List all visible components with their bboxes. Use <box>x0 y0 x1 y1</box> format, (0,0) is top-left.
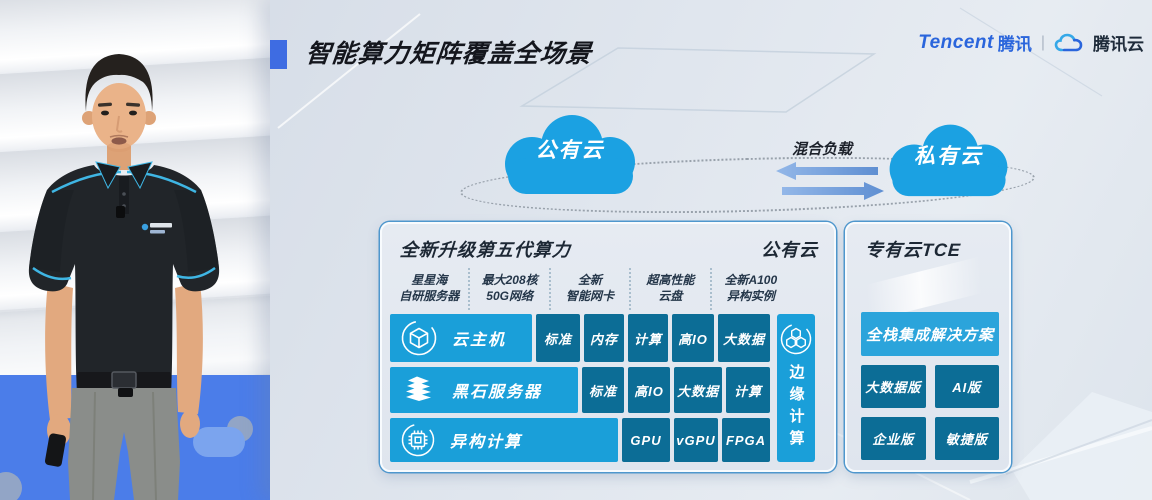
hybrid-load-label: 混合负载 <box>791 141 852 158</box>
tencent-cloud-logo-icon <box>1054 33 1083 51</box>
row-label: 黑石服务器 <box>452 384 543 401</box>
edge-computing-strip: 边缘计算 <box>777 314 815 462</box>
tce-primary-button: 全栈集成解决方案 <box>861 312 999 356</box>
tencent-cloud-wordmark: 腾讯云 <box>1093 35 1144 54</box>
presenter-hair <box>85 54 153 112</box>
brand-divider: | <box>1040 33 1045 51</box>
tce-edition-button: 大数据版 <box>861 365 926 408</box>
cloud-icon <box>505 115 635 194</box>
tce-edition-button: 企业版 <box>861 417 926 460</box>
spec-tag: 计算 <box>628 314 668 362</box>
spec-tag: 标准 <box>582 367 624 413</box>
slide: 智能算力矩阵覆盖全场景 Tencent 腾讯 | 腾讯云 <box>270 0 1152 500</box>
presenter-clicker <box>44 433 67 467</box>
compute-rows: 云主机 标准 内存 计算 高IO 大数据 <box>390 314 770 462</box>
title-accent-bar <box>270 40 287 69</box>
tencent-cn-wordmark: 腾讯 <box>997 35 1032 54</box>
tce-panel-title: 专有云TCE <box>864 240 962 260</box>
spec-tag: 内存 <box>584 314 624 362</box>
spec-tag: GPU <box>622 418 670 462</box>
spec-tag: 计算 <box>726 367 770 413</box>
tce-edition-button: AI版 <box>934 365 999 408</box>
hexagon-cluster-icon <box>780 323 812 355</box>
edge-computing-label: 边缘计算 <box>787 364 805 452</box>
bidirectional-arrows-icon <box>776 162 884 200</box>
shirt-logo-badge <box>141 223 172 234</box>
row-cloud-host: 云主机 标准 内存 计算 高IO 大数据 <box>390 314 770 362</box>
public-panel-title: 全新升级第五代算力 <box>399 240 572 260</box>
slide-title: 智能算力矩阵覆盖全场景 <box>304 40 594 68</box>
chip-icon <box>401 423 435 457</box>
tencent-wordmark: Tencent <box>918 31 994 53</box>
presenter <box>28 54 220 500</box>
spec-tag: 高IO <box>628 367 670 413</box>
public-panel-corner-label: 公有云 <box>761 240 818 260</box>
brand-lockup: Tencent 腾讯 | 腾讯云 <box>918 30 1144 55</box>
feature-item: 超高性能云盘 <box>629 268 709 310</box>
lapel-microphone <box>116 206 125 218</box>
spec-tag: vGPU <box>674 418 718 462</box>
public-cloud-node: 公有云 <box>490 108 650 198</box>
private-cloud-label: 私有云 <box>914 145 983 168</box>
row-heterogeneous: 异构计算 GPU vGPU FPGA <box>390 418 770 462</box>
cloud-icon <box>889 124 1008 197</box>
backdrop-dot <box>0 472 22 500</box>
row-label: 异构计算 <box>450 434 523 451</box>
feature-item: 全新智能网卡 <box>548 268 629 310</box>
cube-icon <box>401 320 437 356</box>
spec-tag: 大数据 <box>674 367 722 413</box>
spec-tag: 标准 <box>536 314 580 362</box>
spec-tag: 大数据 <box>718 314 770 362</box>
feature-item: 星星海自研服务器 <box>399 273 460 303</box>
backdrop-pill <box>193 427 245 457</box>
row-bare-metal: 黑石服务器 标准 高IO 大数据 计算 <box>390 367 770 413</box>
spec-tag: FPGA <box>722 418 770 462</box>
spec-tag: 高IO <box>672 314 714 362</box>
tce-edition-grid: 大数据版 AI版 企业版 敏捷版 <box>861 365 999 460</box>
tce-edition-button: 敏捷版 <box>934 417 999 460</box>
private-cloud-node: 私有云 <box>876 114 1021 204</box>
layers-icon <box>406 376 431 401</box>
studio-background <box>0 0 270 500</box>
public-cloud-label: 公有云 <box>535 139 605 162</box>
row-label: 云主机 <box>452 332 507 349</box>
tce-panel: 专有云TCE 全栈集成解决方案 大数据版 AI版 企业版 敏捷版 <box>845 222 1011 472</box>
